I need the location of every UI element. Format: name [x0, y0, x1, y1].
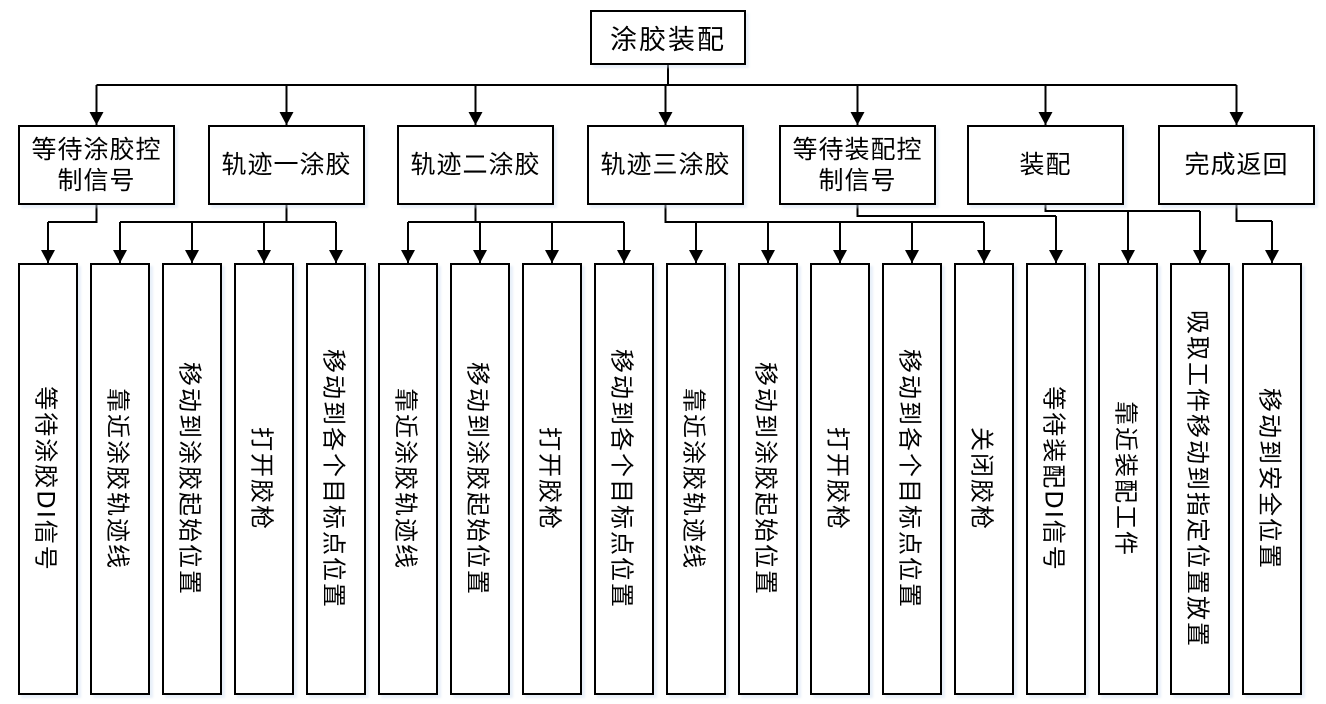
node-wait-assembly-control-signal: 等待装配控制信号: [779, 125, 936, 205]
leaf-label: 关闭胶枪: [967, 427, 996, 531]
leaf-move-to-glue-start: 移动到涂胶起始位置: [162, 263, 222, 695]
leaf-label: 移动到安全位置: [1255, 388, 1284, 570]
leaf-open-glue-gun: 打开胶枪: [234, 263, 294, 695]
leaf-approach-glue-track: 靠近涂胶轨迹线: [90, 263, 150, 695]
leaf-label: 打开胶枪: [247, 427, 276, 531]
leaf-label: 移动到各个目标点位置: [895, 349, 924, 609]
node-track1-gluing: 轨迹一涂胶: [208, 125, 365, 205]
leaf-label: 移动到涂胶起始位置: [175, 362, 204, 596]
leaf-close-glue-gun: 关闭胶枪: [954, 263, 1014, 695]
leaf-label: 靠近涂胶轨迹线: [391, 388, 420, 570]
leaf-move-to-target-points: 移动到各个目标点位置: [306, 263, 366, 695]
node-gluing-assembly: 涂胶装配: [590, 10, 746, 65]
leaf-label: 移动到涂胶起始位置: [751, 362, 780, 596]
leaf-label: 打开胶枪: [535, 427, 564, 531]
leaf-label: 移动到涂胶起始位置: [463, 362, 492, 596]
node-finish-return: 完成返回: [1158, 125, 1315, 205]
leaf-move-to-glue-start: 移动到涂胶起始位置: [738, 263, 798, 695]
leaf-approach-workpiece: 靠近装配工件: [1098, 263, 1158, 695]
leaf-move-to-safe-position: 移动到安全位置: [1242, 263, 1302, 695]
leaf-move-to-target-points: 移动到各个目标点位置: [882, 263, 942, 695]
leaf-label: 等待装配DI信号: [1039, 386, 1068, 572]
leaf-label: 等待涂胶DI信号: [31, 386, 60, 572]
leaf-open-glue-gun: 打开胶枪: [810, 263, 870, 695]
leaf-open-glue-gun: 打开胶枪: [522, 263, 582, 695]
leaf-wait-glue-di-signal: 等待涂胶DI信号: [18, 263, 78, 695]
leaf-wait-assembly-di-signal: 等待装配DI信号: [1026, 263, 1086, 695]
leaf-label: 靠近涂胶轨迹线: [103, 388, 132, 570]
leaf-label: 靠近涂胶轨迹线: [679, 388, 708, 570]
leaf-move-to-target-points: 移动到各个目标点位置: [594, 263, 654, 695]
leaf-label: 靠近装配工件: [1111, 401, 1140, 557]
node-track2-gluing: 轨迹二涂胶: [397, 125, 554, 205]
leaf-pick-place-workpiece: 吸取工件移动到指定位置放置: [1170, 263, 1230, 695]
leaf-move-to-glue-start: 移动到涂胶起始位置: [450, 263, 510, 695]
leaf-approach-glue-track: 靠近涂胶轨迹线: [378, 263, 438, 695]
leaf-label: 打开胶枪: [823, 427, 852, 531]
node-track3-gluing: 轨迹三涂胶: [587, 125, 744, 205]
leaf-label: 移动到各个目标点位置: [607, 349, 636, 609]
leaf-label: 移动到各个目标点位置: [319, 349, 348, 609]
leaf-approach-glue-track: 靠近涂胶轨迹线: [666, 263, 726, 695]
node-assembly: 装配: [967, 125, 1124, 205]
node-wait-glue-control-signal: 等待涂胶控制信号: [18, 125, 175, 205]
leaf-label: 吸取工件移动到指定位置放置: [1183, 310, 1212, 648]
